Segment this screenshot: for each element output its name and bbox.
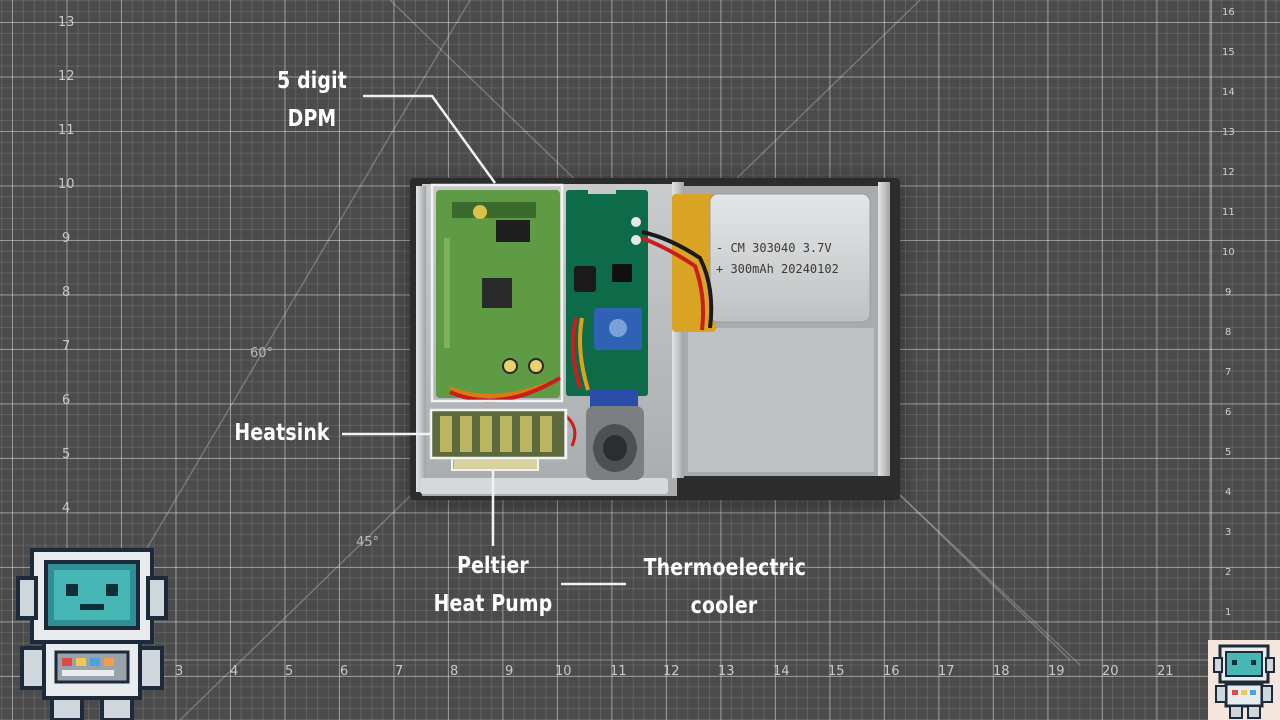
ruler-number: 20	[1102, 664, 1119, 679]
battery-wire-red	[641, 236, 706, 331]
dpm-label-line2: DPM	[287, 106, 337, 132]
thermoelectric-label-line1: Thermoelectric	[643, 555, 807, 581]
dpm-highlight-box	[430, 183, 564, 403]
ruler-number: 5	[285, 664, 294, 679]
ruler-number: 10	[58, 177, 75, 192]
heatsink-fin	[460, 416, 472, 452]
dpm-label-line1: 5 digit	[277, 68, 347, 94]
ruler-number: 7	[1225, 367, 1232, 378]
ruler-number: 9	[1225, 287, 1232, 298]
ruler-number: 12	[58, 69, 75, 84]
angle-mark-60: 60°	[250, 346, 274, 361]
wire-red-2	[570, 317, 582, 389]
ruler-number: 4	[1225, 487, 1232, 498]
pcb-pad	[631, 217, 641, 227]
bottom-enclosure-rail	[420, 478, 668, 494]
usb-port	[588, 184, 616, 194]
pcb-pad	[631, 235, 641, 245]
device-teardown-photo	[410, 178, 900, 500]
ruler-number: 14	[773, 664, 790, 679]
thermoelectric-label: Thermoelectric cooler	[643, 549, 807, 625]
ruler-number: 19	[1048, 664, 1065, 679]
thermoelectric-label-line2: cooler	[690, 593, 758, 619]
ruler-number: 15	[828, 664, 845, 679]
peltier-module	[454, 458, 538, 470]
ruler-number: 14	[1222, 87, 1235, 98]
pixel-astronaut-robot-icon	[16, 548, 168, 720]
ruler-number: 5	[1225, 447, 1232, 458]
dpm-mcu-chip	[482, 278, 512, 308]
ruler-number: 6	[62, 393, 71, 408]
ruler-number: 12	[663, 664, 680, 679]
ruler-number: 8	[1225, 327, 1232, 338]
peltier-label-line1: Peltier	[457, 553, 529, 579]
dpm-chip	[496, 220, 530, 242]
dpm-ic-row	[452, 202, 536, 218]
heatsink-fin	[480, 416, 492, 452]
ruler-number: 13	[1222, 127, 1235, 138]
ruler-number: 3	[1225, 527, 1232, 538]
ruler-number: 16	[883, 664, 900, 679]
ruler-number: 11	[610, 664, 627, 679]
angle-mark-45: 45°	[356, 535, 380, 550]
peltier-label: Peltier Heat Pump	[432, 547, 555, 623]
ruler-number: 6	[1225, 407, 1232, 418]
controller-chip	[612, 264, 632, 282]
dpm-header	[444, 238, 450, 348]
ruler-number: 15	[1222, 47, 1235, 58]
ruler-number: 10	[1222, 247, 1235, 258]
left-enclosure-rail	[416, 186, 426, 492]
ruler-number: 3	[175, 664, 184, 679]
ruler-number: 11	[58, 123, 75, 138]
ruler-number: 18	[993, 664, 1010, 679]
ruler-number: 12	[1222, 167, 1235, 178]
ruler-number: 9	[505, 664, 514, 679]
peltier-highlight-box	[451, 457, 539, 471]
trimpot-knob	[609, 319, 627, 337]
ruler-number: 9	[62, 231, 71, 246]
heatsink-fin	[500, 416, 512, 452]
wire-orange	[449, 381, 551, 398]
ruler-number: 7	[62, 339, 71, 354]
ruler-number: 21	[1157, 664, 1174, 679]
dpm-solder-pad	[502, 358, 518, 374]
lipo-battery	[709, 193, 871, 323]
ruler-number: 2	[1225, 567, 1232, 578]
heatsink-label: Heatsink	[234, 420, 330, 446]
wire-yellow	[578, 317, 590, 391]
dpm-trimpot	[473, 205, 487, 219]
ruler-number: 10	[555, 664, 572, 679]
heatsink-fin	[440, 416, 452, 452]
wire-red-3	[564, 414, 577, 447]
ruler-number: 4	[62, 501, 71, 516]
wire-red	[449, 376, 562, 403]
dpm-solder-pad	[528, 358, 544, 374]
right-rail	[878, 182, 890, 476]
ruler-number: 8	[450, 664, 459, 679]
ruler-number: 5	[62, 447, 71, 462]
button-ring-blue	[590, 390, 638, 408]
inductor	[574, 266, 596, 292]
ruler-number: 1	[1225, 607, 1232, 618]
ruler-number: 13	[718, 664, 735, 679]
inner-aluminum-panel	[688, 328, 874, 472]
peltier-label-line2: Heat Pump	[433, 591, 553, 617]
push-button-center	[603, 435, 627, 461]
pixel-astronaut-robot-icon-small	[1208, 640, 1280, 720]
ruler-number: 13	[58, 15, 75, 30]
ruler-number: 7	[395, 664, 404, 679]
ruler-number: 8	[62, 285, 71, 300]
ruler-number: 11	[1222, 207, 1235, 218]
heatsink-fin	[540, 416, 552, 452]
ruler-number: 6	[340, 664, 349, 679]
ruler-number: 4	[230, 664, 239, 679]
ruler-number: 16	[1222, 7, 1235, 18]
heatsink-fin	[520, 416, 532, 452]
ruler-number: 17	[938, 664, 955, 679]
battery-wire-black	[641, 230, 714, 329]
dpm-leader-line	[363, 94, 497, 184]
dpm-label: 5 digit DPM	[271, 62, 353, 138]
